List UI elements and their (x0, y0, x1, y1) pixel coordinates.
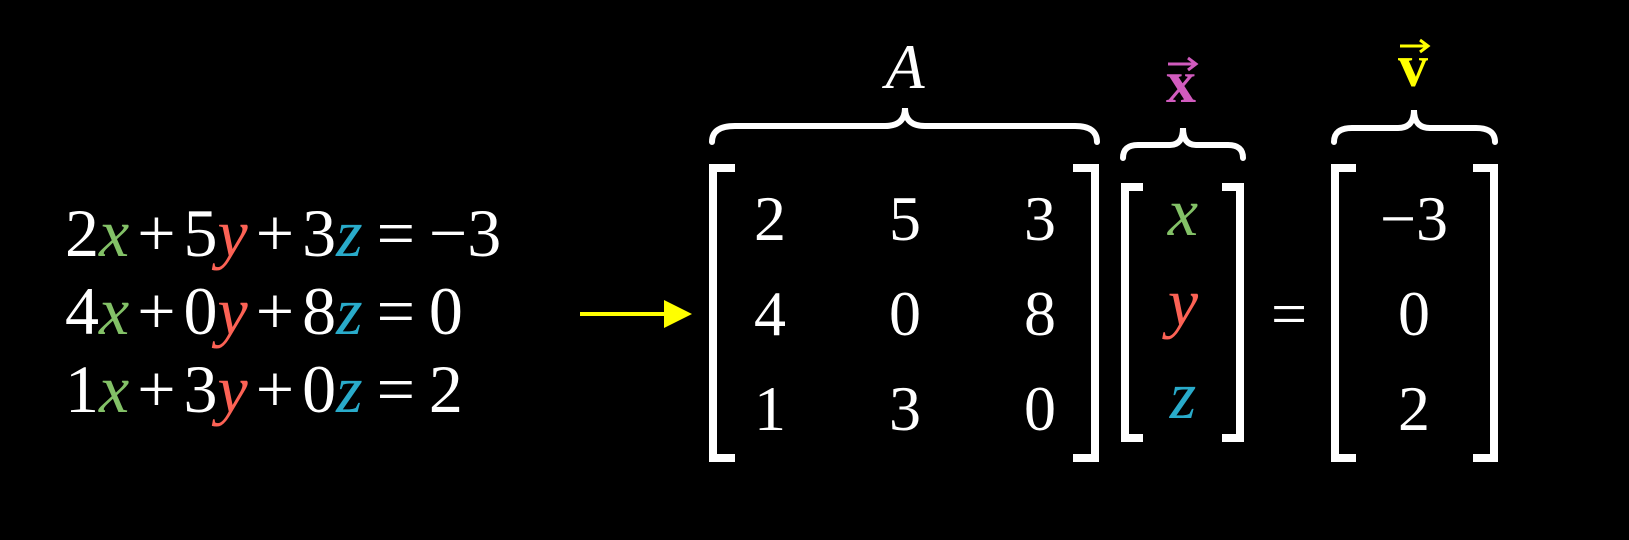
equation-row: 2x+5y+3z=−3 (65, 195, 501, 271)
matrix-entry: 8 (1024, 278, 1056, 349)
vector-entry: x (1167, 174, 1198, 250)
matrix-entry: 0 (889, 278, 921, 349)
matrix-entry: 2 (754, 183, 786, 254)
left-bracket (1121, 183, 1143, 442)
vector-arrow-icon (1168, 56, 1199, 72)
matrix-entry: 0 (1024, 373, 1056, 444)
equation-system: 2x+5y+3z=−3 4x+0y+8z=0 1x+3y+0z=2 (65, 195, 501, 427)
matrix-entry: 1 (754, 373, 786, 444)
vector-v: v −3 0 2 (1331, 33, 1498, 462)
brace-a (709, 107, 1100, 145)
right-bracket (1222, 183, 1244, 442)
matrix-label: A (881, 31, 925, 102)
brace-x (1120, 127, 1246, 161)
equation-row: 4x+0y+8z=0 (65, 273, 463, 349)
left-bracket (709, 164, 735, 462)
vector-entry: y (1162, 264, 1199, 340)
vector-entry: 0 (1398, 278, 1430, 349)
vector-entry: z (1169, 357, 1196, 433)
right-arrow-icon (580, 300, 692, 328)
matrix-entry: 5 (889, 183, 921, 254)
matrix-a: A 2 5 3 4 0 8 1 3 0 (709, 31, 1100, 462)
brace-v (1331, 109, 1498, 145)
vector-entry: −3 (1380, 183, 1448, 254)
left-bracket (1331, 164, 1356, 462)
equals-sign: = (1271, 278, 1307, 349)
equation-row: 1x+3y+0z=2 (65, 351, 463, 427)
matrix-entry: 4 (754, 278, 786, 349)
matrix-entry: 3 (889, 373, 921, 444)
vector-x: x x y z (1120, 49, 1246, 442)
vector-entry: 2 (1398, 373, 1430, 444)
right-bracket (1073, 164, 1099, 462)
vector-arrow-icon (1400, 38, 1431, 54)
right-bracket (1473, 164, 1498, 462)
matrix-entry: 3 (1024, 183, 1056, 254)
